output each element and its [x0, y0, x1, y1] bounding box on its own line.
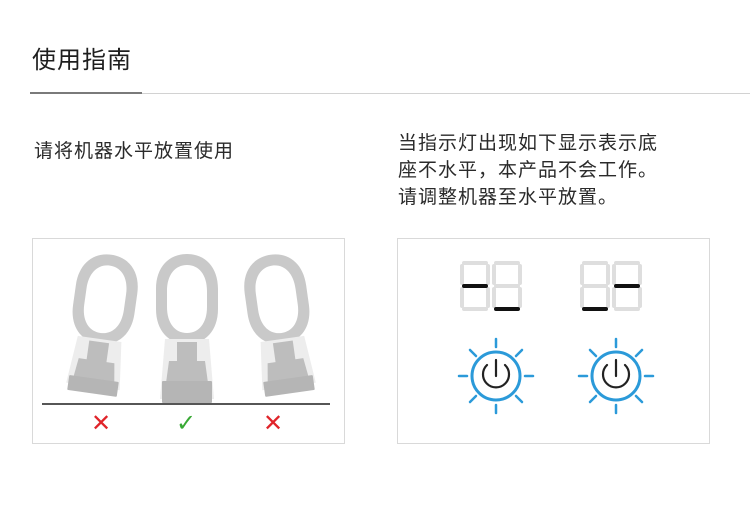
warning-line-3: 请调整机器至水平放置。: [398, 186, 619, 208]
wrong-mark-left: ✕: [91, 409, 111, 437]
title-underline: [30, 92, 142, 94]
power-blink-icon-left: [457, 337, 535, 415]
divider-line: [142, 93, 750, 94]
page-title: 使用指南: [32, 46, 132, 74]
wrong-mark-right: ✕: [263, 409, 283, 437]
power-blink-icon-right: [577, 337, 655, 415]
segment-display-left: [460, 261, 522, 311]
warning-line-2: 座不水平，本产品不会工作。: [398, 159, 659, 181]
fan-tilted-left-icon: [66, 254, 138, 397]
segment-display-right: [580, 261, 642, 311]
fan-upright-icon: [156, 254, 218, 403]
level-instruction: 请将机器水平放置使用: [34, 140, 235, 162]
warning-line-1: 当指示灯出现如下显示表示底: [398, 132, 659, 154]
correct-mark: ✓: [176, 409, 196, 437]
indicator-figure: [457, 261, 655, 415]
indicator-warning-text: 当指示灯出现如下显示表示底 座不水平，本产品不会工作。 请调整机器至水平放置。: [398, 130, 718, 211]
placement-illustration: ✕ ✓ ✕: [32, 238, 345, 444]
placement-figure: ✕ ✓ ✕: [42, 254, 330, 437]
indicator-illustration: [397, 238, 710, 444]
fan-tilted-right-icon: [244, 254, 316, 397]
